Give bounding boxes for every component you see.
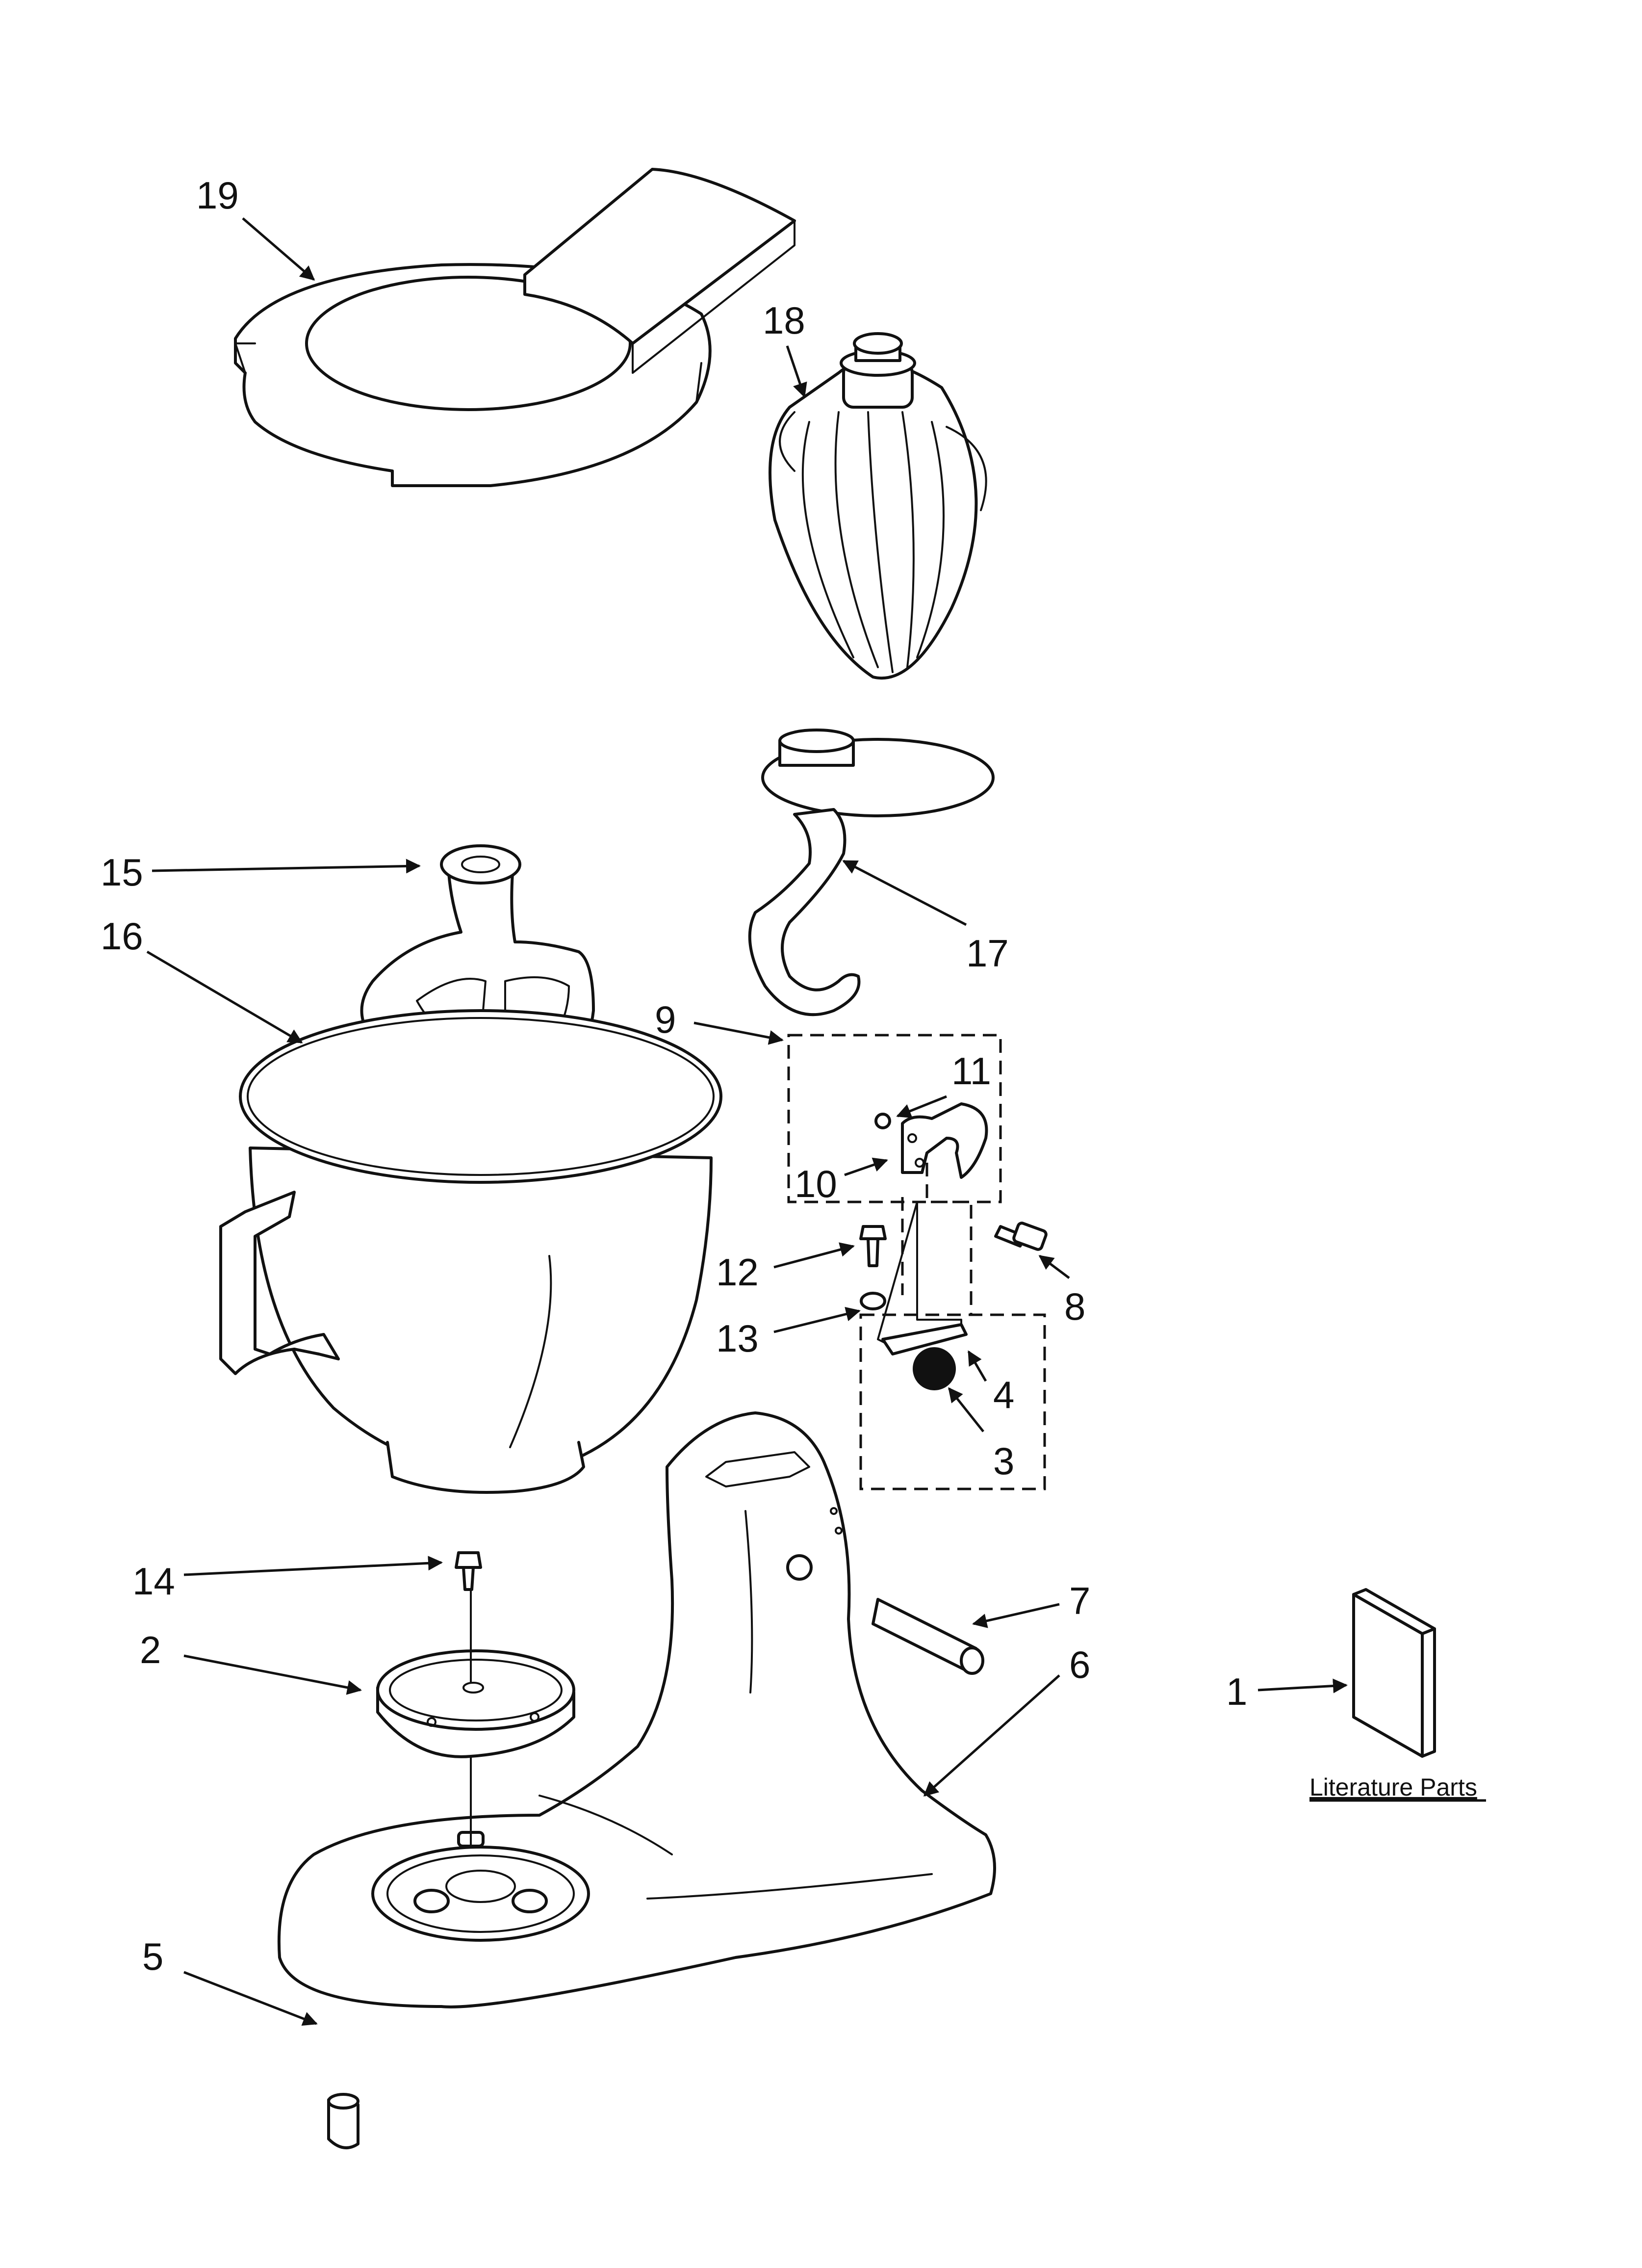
callout-18: 18 bbox=[763, 299, 805, 342]
callout-14: 14 bbox=[132, 1560, 175, 1603]
callout-labels: 19 18 17 15 16 9 11 10 12 8 13 4 3 14 7 … bbox=[101, 174, 1486, 1978]
callout-16: 16 bbox=[101, 914, 143, 958]
part-washer-13 bbox=[860, 1292, 886, 1310]
callout-6: 6 bbox=[1069, 1643, 1090, 1686]
part-screw-14 bbox=[455, 1551, 482, 1591]
callout-1: 1 bbox=[1226, 1670, 1247, 1713]
literature-parts-label: Literature Parts bbox=[1309, 1773, 1477, 1801]
part-mixing-bowl bbox=[219, 1009, 722, 1494]
callout-10: 10 bbox=[795, 1162, 837, 1205]
part-pouring-shield bbox=[234, 168, 796, 487]
callout-19: 19 bbox=[196, 174, 239, 217]
callout-15: 15 bbox=[101, 851, 143, 894]
part-wire-whip bbox=[769, 332, 987, 680]
part-bracket-group bbox=[787, 1034, 1002, 1203]
part-dough-hook bbox=[748, 729, 995, 1017]
part-stand-body bbox=[277, 1411, 996, 2008]
callout-11: 11 bbox=[951, 1049, 991, 1093]
callout-3: 3 bbox=[993, 1439, 1014, 1483]
part-literature bbox=[1352, 1588, 1436, 1758]
callout-17: 17 bbox=[966, 932, 1009, 975]
callout-4: 4 bbox=[993, 1373, 1014, 1416]
part-screw-8 bbox=[994, 1222, 1048, 1251]
callout-13: 13 bbox=[716, 1317, 759, 1360]
leader-lines bbox=[146, 217, 1348, 2026]
part-hinge-pin bbox=[872, 1598, 984, 1675]
part-clamp-plate bbox=[376, 1569, 575, 1846]
callout-8: 8 bbox=[1064, 1285, 1085, 1328]
callout-12: 12 bbox=[716, 1251, 759, 1294]
part-lever-group bbox=[859, 1163, 1046, 1490]
callout-9: 9 bbox=[655, 998, 676, 1041]
callout-2: 2 bbox=[140, 1628, 161, 1671]
callout-7: 7 bbox=[1069, 1579, 1090, 1622]
part-foot bbox=[327, 2093, 359, 2149]
part-screw-12 bbox=[859, 1225, 887, 1267]
callout-5: 5 bbox=[142, 1935, 163, 1978]
